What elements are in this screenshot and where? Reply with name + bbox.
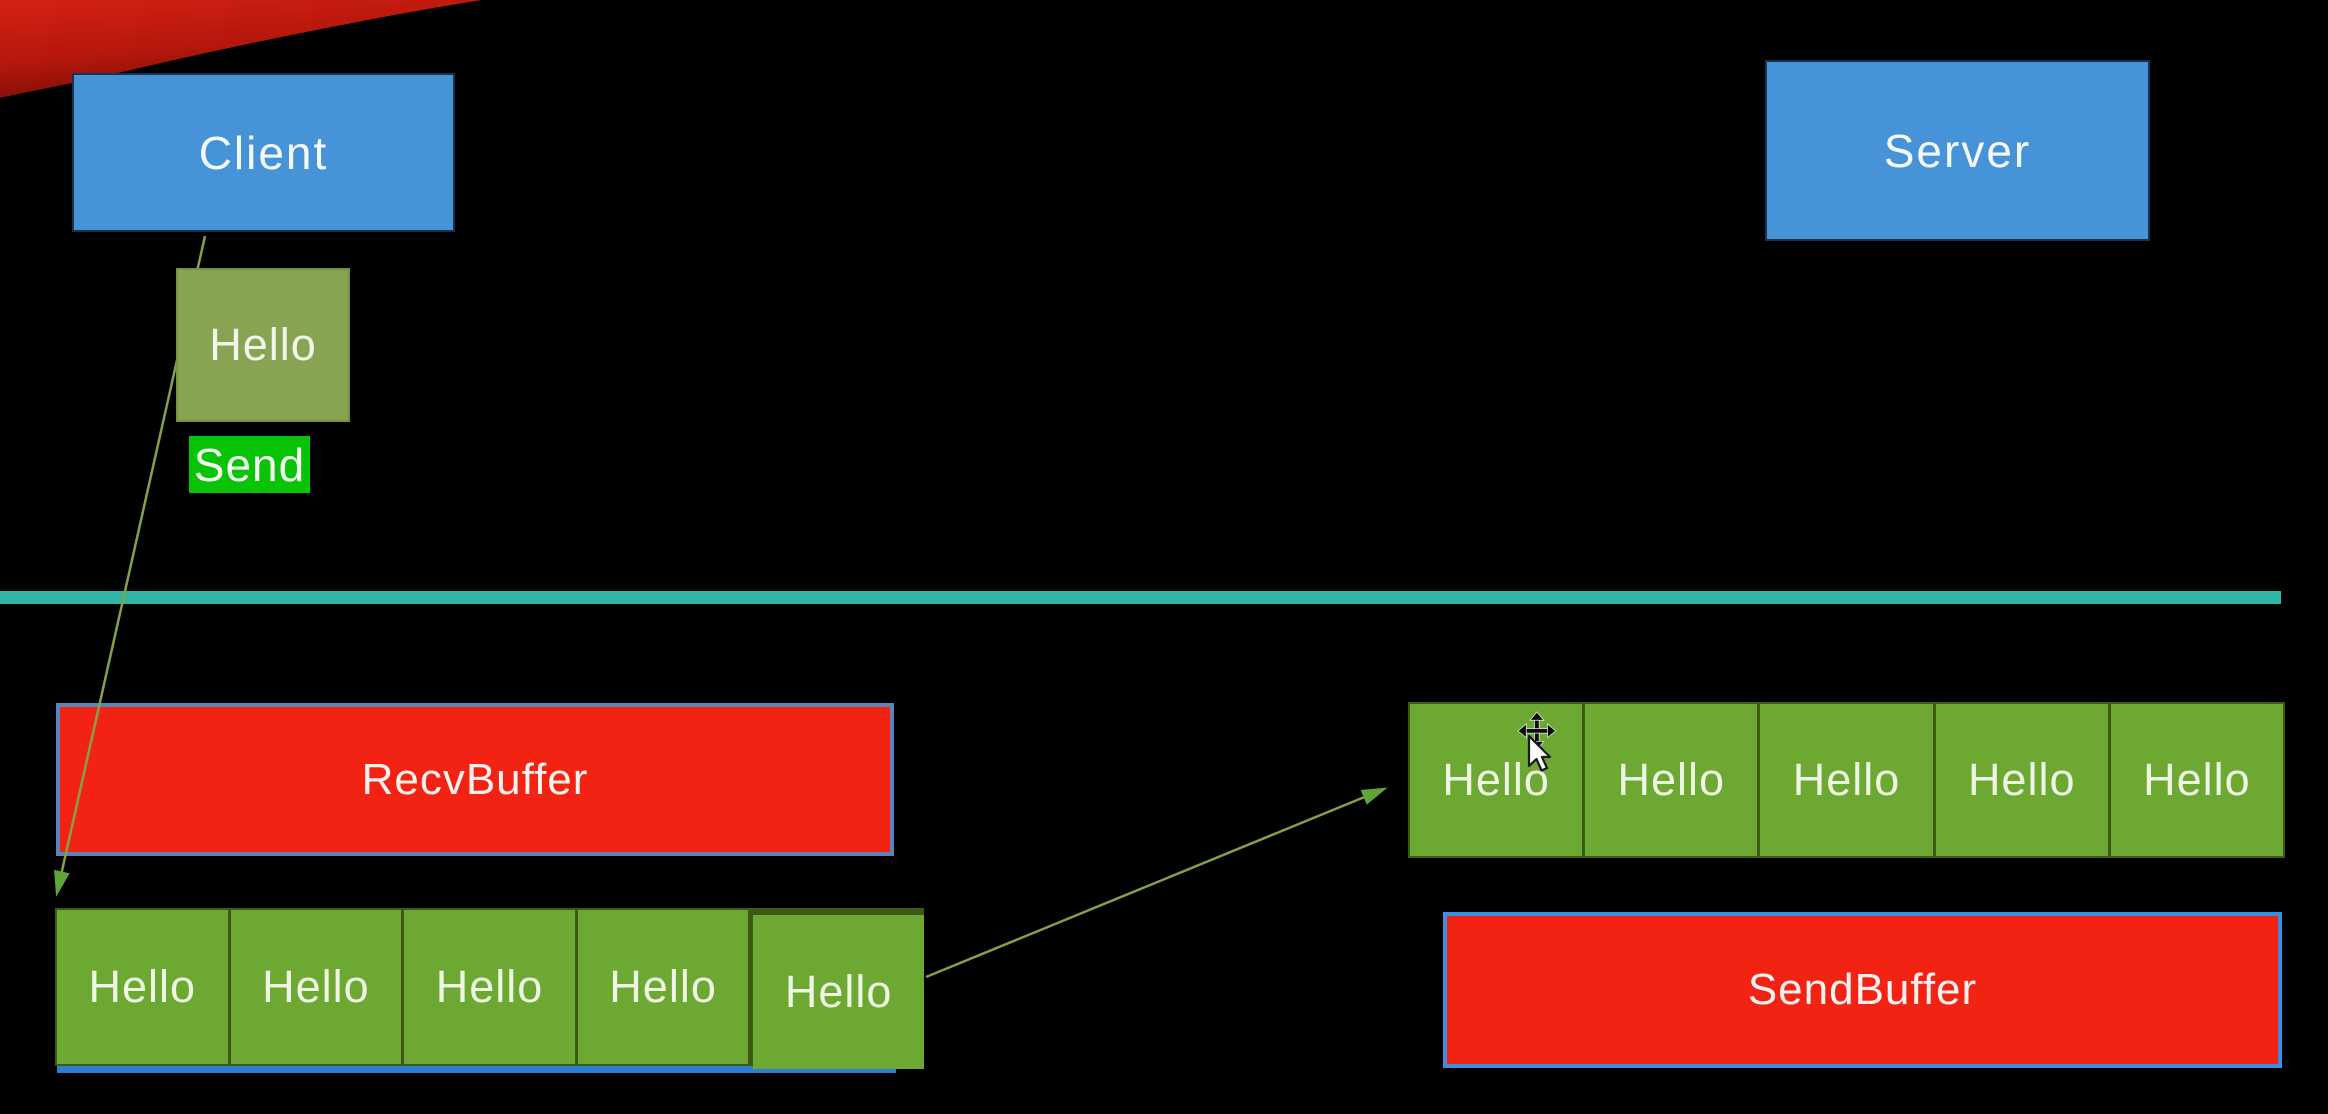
- send-cell-label: Hello: [1792, 754, 1901, 805]
- send-cell-label: Hello: [1967, 754, 2076, 805]
- send-cell-label: Hello: [1617, 754, 1726, 805]
- send-action-text: Send: [193, 438, 306, 491]
- network-divider-line: [0, 591, 2281, 604]
- recv-cell-label: Hello: [784, 966, 893, 1017]
- recv-cell-row: Hello Hello Hello Hello Hello: [55, 908, 924, 1069]
- recv-cell-label: Hello: [435, 961, 544, 1012]
- recv-cell-label: Hello: [262, 961, 370, 1012]
- recv-cell-label: Hello: [88, 961, 197, 1012]
- client-label: Client: [198, 126, 329, 179]
- send-cell-label: Hello: [2143, 754, 2251, 805]
- recv-buffer-box[interactable]: RecvBuffer: [56, 703, 894, 856]
- send-action-label: Send: [189, 436, 310, 493]
- recv-cell-label: Hello: [609, 961, 717, 1012]
- hello-packet-box[interactable]: Hello: [176, 268, 350, 422]
- server-box[interactable]: Server: [1765, 60, 2150, 241]
- send-buffer-label: SendBuffer: [1747, 965, 1978, 1014]
- hello-packet-label: Hello: [209, 319, 317, 370]
- recv-cell[interactable]: Hello: [57, 910, 228, 1064]
- send-cell-label: Hello: [1442, 754, 1550, 805]
- send-cell-row: Hello Hello Hello Hello Hello: [1408, 702, 2285, 858]
- recv-cell[interactable]: Hello: [577, 910, 749, 1064]
- client-box[interactable]: Client: [72, 73, 455, 232]
- recv-cell[interactable]: Hello: [404, 910, 575, 1064]
- server-label: Server: [1883, 124, 2032, 177]
- send-cell[interactable]: Hello: [1935, 704, 2108, 856]
- send-cell[interactable]: Hello: [2110, 704, 2284, 856]
- recv-cell[interactable]: Hello: [753, 915, 924, 1069]
- recv-row-underline: [57, 1066, 896, 1073]
- send-cell[interactable]: Hello: [1760, 704, 1933, 856]
- send-cell[interactable]: Hello: [1585, 704, 1758, 856]
- arrow-recv-row-to-send-row: [925, 787, 1388, 979]
- send-cell[interactable]: Hello: [1410, 704, 1583, 856]
- recv-buffer-label: RecvBuffer: [361, 754, 589, 804]
- recv-cell[interactable]: Hello: [230, 910, 402, 1064]
- send-buffer-box[interactable]: SendBuffer: [1443, 912, 2282, 1068]
